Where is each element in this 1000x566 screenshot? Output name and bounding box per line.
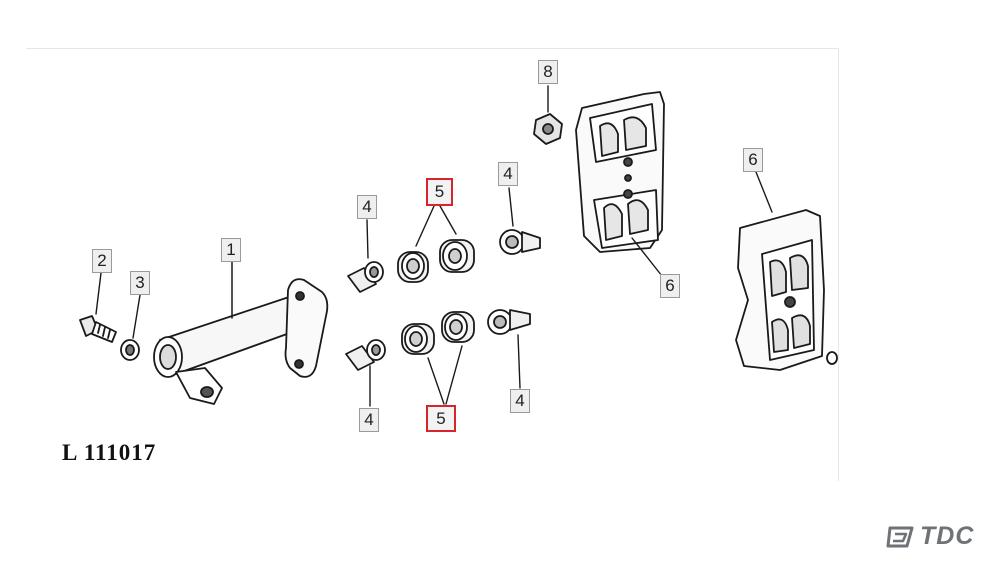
brand-logo: TDC (886, 522, 974, 551)
diagram-panel (26, 48, 839, 481)
shaft-part (153, 261, 329, 405)
callout-part-3: 3 (130, 271, 150, 295)
callout-part-4-lower-left: 4 (359, 408, 379, 432)
bushing-lower-left (401, 323, 435, 355)
pin-upper-right (499, 187, 541, 255)
drawing-id: L 111017 (62, 440, 157, 465)
callout-part-6-upper: 6 (660, 274, 680, 298)
bushing-lower-right (441, 311, 475, 343)
bracket-lower (735, 171, 838, 371)
brand-name: TDC (920, 522, 975, 550)
nut-part (533, 85, 563, 145)
pin-lower-left (345, 339, 386, 407)
bushing-upper-right (439, 239, 475, 273)
callout-part-2: 2 (92, 249, 112, 273)
callout-part-4-lower-right: 4 (510, 389, 530, 413)
callout-part-5-upper: 5 (426, 178, 453, 206)
callout-part-4-upper-right: 4 (498, 162, 518, 186)
callout-part-8: 8 (538, 60, 558, 84)
callout-part-4-upper-left: 4 (357, 195, 377, 219)
callout-part-6-lower: 6 (743, 148, 763, 172)
bushing-upper-left (397, 251, 429, 283)
callout-part-1: 1 (221, 238, 241, 262)
bushing-leader-lines (415, 205, 463, 405)
bracket-upper (575, 91, 665, 277)
bolt-part (79, 272, 117, 343)
tdc-logo-icon (886, 526, 914, 547)
pin-lower-right (487, 309, 531, 389)
washer-part (120, 294, 141, 361)
callout-part-5-lower: 5 (426, 405, 456, 432)
pin-upper-left (347, 219, 384, 293)
